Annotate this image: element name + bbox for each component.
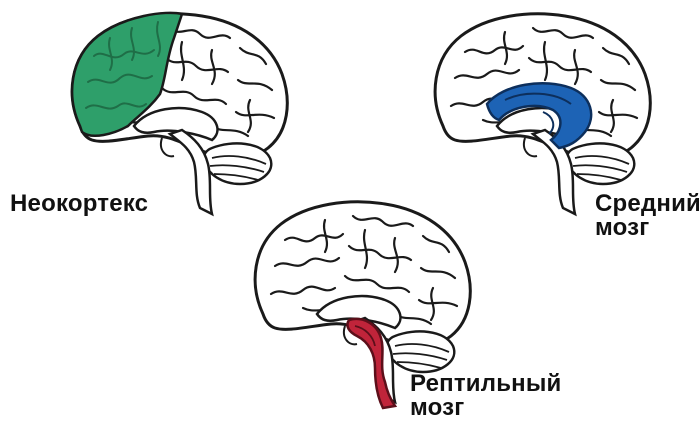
label-reptilian-brain-line1: Рептильный bbox=[410, 372, 562, 396]
label-neocortex: Неокортекс bbox=[10, 192, 148, 216]
label-middle-brain-line2: мозг bbox=[595, 216, 699, 240]
label-reptilian-brain-line2: мозг bbox=[410, 396, 562, 420]
label-reptilian-brain: Рептильный мозг bbox=[410, 372, 562, 420]
label-middle-brain-line1: Средний bbox=[595, 192, 699, 216]
label-middle-brain: Средний мозг bbox=[595, 192, 699, 240]
label-neocortex-line1: Неокортекс bbox=[10, 192, 148, 216]
